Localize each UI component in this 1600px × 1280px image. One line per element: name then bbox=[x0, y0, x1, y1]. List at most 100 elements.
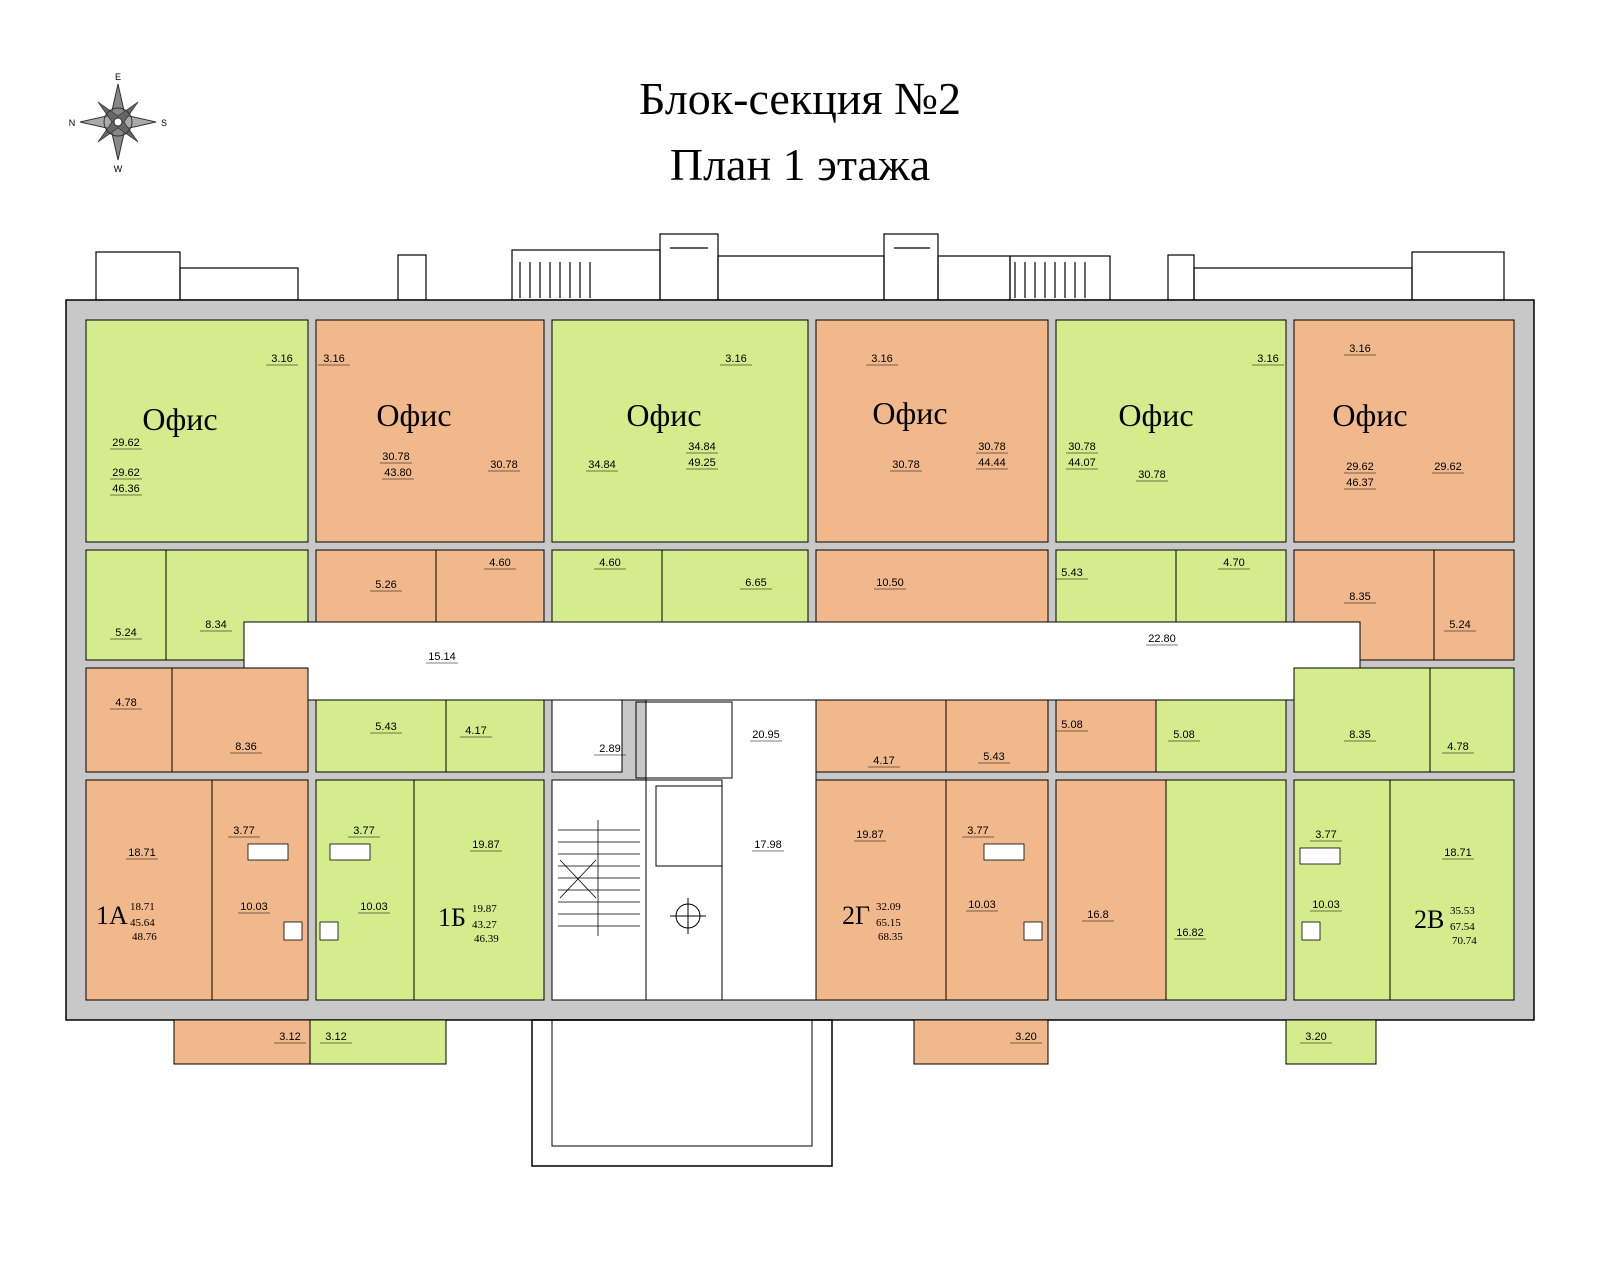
room-area-label: 3.16 bbox=[271, 353, 292, 365]
room-area-label: 3.16 bbox=[725, 353, 746, 365]
apartment-name-1b: 1Б bbox=[438, 903, 466, 932]
office-room-1 bbox=[85, 319, 309, 543]
room-area-label: 4.60 bbox=[599, 557, 620, 569]
room-area-label: 18.71 bbox=[128, 847, 156, 859]
room-area-label: 16.82 bbox=[1176, 927, 1204, 939]
room-area-label: 3.12 bbox=[279, 1031, 300, 1043]
room-area-label: 16.8 bbox=[1087, 909, 1108, 921]
apartment-living-2v: 35.53 bbox=[1450, 905, 1475, 917]
room-area-label: 3.77 bbox=[1315, 829, 1336, 841]
room-area-label: 3.20 bbox=[1305, 1031, 1326, 1043]
room-area-label: 4.60 bbox=[489, 557, 510, 569]
plan-subtitle: План 1 этажа bbox=[669, 139, 931, 190]
apartment-living-1b: 19.87 bbox=[472, 903, 497, 915]
room-area-label: 29.62 bbox=[1346, 461, 1374, 473]
room-area-label: 3.77 bbox=[353, 825, 374, 837]
office-label-3: Офис bbox=[626, 397, 701, 433]
room-area-label: 29.62 bbox=[1434, 461, 1462, 473]
office-room-3 bbox=[551, 319, 809, 543]
room-area-label: 29.62 bbox=[112, 467, 140, 479]
office-room-2 bbox=[315, 319, 545, 543]
room-area-label: 3.16 bbox=[1257, 353, 1278, 365]
room-area-label: 19.87 bbox=[856, 829, 884, 841]
room-area-label: 3.12 bbox=[325, 1031, 346, 1043]
room-area-label: 19.87 bbox=[472, 839, 500, 851]
apartment-balcony-2v: 70.74 bbox=[1452, 935, 1477, 947]
room-area-label: 6.65 bbox=[745, 577, 766, 589]
compass-s-label: S bbox=[161, 118, 167, 128]
apartment-balcony-1b: 46.39 bbox=[474, 933, 499, 945]
top-projections bbox=[95, 233, 1505, 301]
apartment-balcony-1a: 48.76 bbox=[132, 931, 157, 943]
room-area-label: 34.84 bbox=[688, 441, 716, 453]
room-area-label: 8.34 bbox=[205, 619, 226, 631]
apartment-total-1a: 45.64 bbox=[130, 917, 155, 929]
room-area-label: 8.36 bbox=[235, 741, 256, 753]
room-area-label: 8.35 bbox=[1349, 729, 1370, 741]
room-area-label: 5.24 bbox=[1449, 619, 1470, 631]
apartment-total-1b: 43.27 bbox=[472, 919, 497, 931]
room-area-label: 15.14 bbox=[428, 651, 456, 663]
staircase bbox=[558, 820, 640, 936]
room-area-label: 46.36 bbox=[112, 483, 140, 495]
room-area-label: 30.78 bbox=[382, 451, 410, 463]
apartment-1b bbox=[413, 779, 545, 1001]
room-area-label: 3.20 bbox=[1015, 1031, 1036, 1043]
room-area-label: 5.43 bbox=[983, 751, 1004, 763]
apartment-1a bbox=[85, 779, 213, 1001]
room-area-label: 4.70 bbox=[1223, 557, 1244, 569]
room-area-label: 3.77 bbox=[233, 825, 254, 837]
apartment-name-2g: 2Г bbox=[842, 901, 870, 930]
apartment-2g bbox=[815, 779, 947, 1001]
room-area-labels: 3.16 3.16 29.62 29.62 46.36 30.78 43.80 30.78 34… bbox=[110, 343, 1476, 1044]
room-area-label: 2.89 bbox=[599, 743, 620, 755]
office-label-5: Офис bbox=[1118, 397, 1193, 433]
room-area-label: 30.78 bbox=[978, 441, 1006, 453]
compass-w-label: W bbox=[114, 164, 123, 174]
room-area-label: 3.16 bbox=[871, 353, 892, 365]
room-area-label: 49.25 bbox=[688, 457, 716, 469]
room-area-label: 30.78 bbox=[892, 459, 920, 471]
apartment-name-1a: 1А bbox=[96, 901, 128, 930]
room-area-label: 3.16 bbox=[323, 353, 344, 365]
room-area-label: 5.43 bbox=[1061, 567, 1082, 579]
room-area-label: 22.80 bbox=[1148, 633, 1176, 645]
room-area-label: 30.78 bbox=[1068, 441, 1096, 453]
compass-rose-icon: E W N S bbox=[69, 72, 167, 174]
room-area-label: 43.80 bbox=[384, 467, 412, 479]
room-area-label: 3.77 bbox=[967, 825, 988, 837]
apartment-total-2v: 67.54 bbox=[1450, 921, 1475, 933]
room-area-label: 4.78 bbox=[1447, 741, 1468, 753]
room-area-label: 18.71 bbox=[1444, 847, 1472, 859]
room-area-label: 10.03 bbox=[1312, 899, 1340, 911]
compass-n-label: N bbox=[69, 118, 76, 128]
apartment-living-2g: 32.09 bbox=[876, 901, 901, 913]
rooms bbox=[85, 319, 1515, 1167]
room-area-label: 17.98 bbox=[754, 839, 782, 851]
room-area-label: 8.35 bbox=[1349, 591, 1370, 603]
room-area-label: 5.43 bbox=[375, 721, 396, 733]
office-label-6: Офис bbox=[1332, 397, 1407, 433]
room-area-label: 4.17 bbox=[873, 755, 894, 767]
office-label-4: Офис bbox=[872, 395, 947, 431]
office-label-1: Офис bbox=[142, 401, 217, 437]
room-area-label: 44.44 bbox=[978, 457, 1006, 469]
room-area-label: 4.17 bbox=[465, 725, 486, 737]
room-area-label: 5.08 bbox=[1061, 719, 1082, 731]
room-area-label: 30.78 bbox=[1138, 469, 1166, 481]
room-area-label: 10.03 bbox=[968, 899, 996, 911]
apartment-living-1a: 18.71 bbox=[130, 901, 155, 913]
office-label-2: Офис bbox=[376, 397, 451, 433]
room-area-label: 46.37 bbox=[1346, 477, 1374, 489]
room-area-label: 10.03 bbox=[360, 901, 388, 913]
room-area-label: 20.95 bbox=[752, 729, 780, 741]
room-area-label: 4.78 bbox=[115, 697, 136, 709]
room-area-label: 10.50 bbox=[876, 577, 904, 589]
room-area-label: 3.16 bbox=[1349, 343, 1370, 355]
apartment-2v bbox=[1389, 779, 1515, 1001]
apartment-name-2v: 2В bbox=[1414, 905, 1444, 934]
room-area-label: 5.08 bbox=[1173, 729, 1194, 741]
ventilation-icon bbox=[670, 898, 706, 934]
